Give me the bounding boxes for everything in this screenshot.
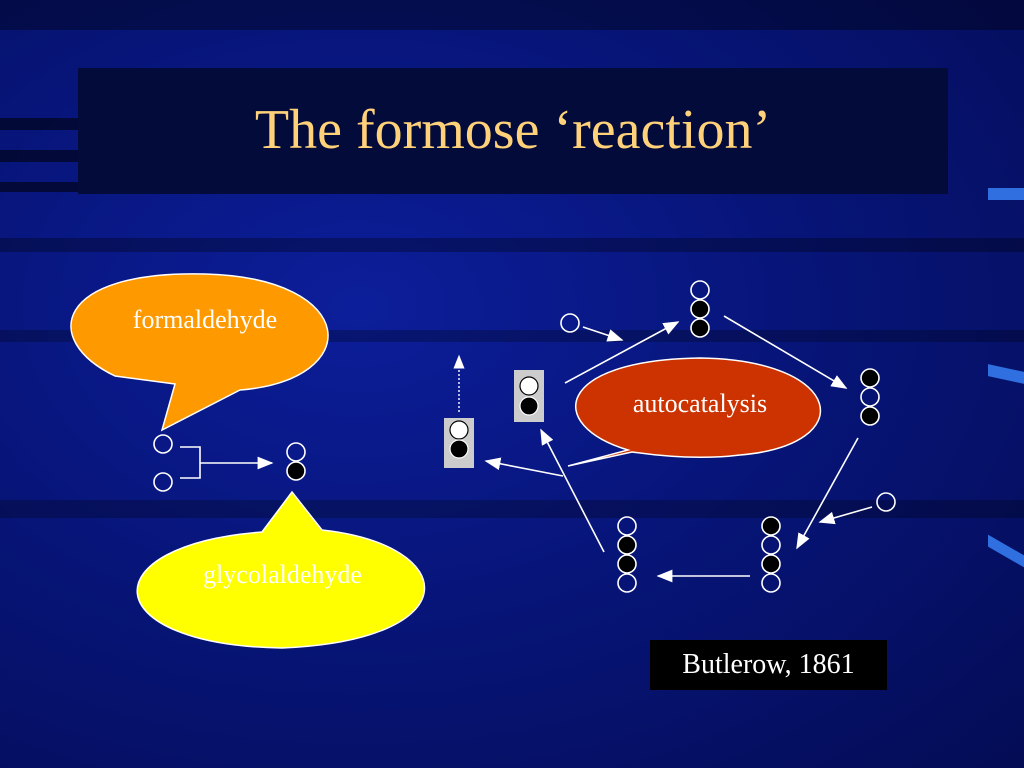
background-stripe — [0, 182, 78, 192]
tetrose-molecule — [617, 535, 637, 555]
formaldehyde-molecule — [153, 434, 173, 454]
released-unit-molecule — [449, 439, 469, 459]
background-stripe — [0, 150, 78, 162]
formaldehyde-input — [560, 313, 580, 333]
cycle-arrow — [796, 437, 859, 550]
glycolaldehyde-bubble — [136, 490, 426, 649]
formaldehyde-input — [876, 492, 896, 512]
join-bracket — [180, 446, 201, 479]
formaldehyde-molecule — [153, 472, 173, 492]
triose-molecule — [690, 318, 710, 338]
background-stripe — [0, 0, 1024, 30]
cycle-arrow — [540, 428, 605, 553]
background-stripe — [0, 238, 1024, 252]
triose-molecule — [690, 299, 710, 319]
formaldehyde-bubble — [70, 273, 329, 432]
tetrose-molecule — [617, 516, 637, 536]
background-stripe — [0, 500, 1024, 518]
slide-title: The formose ‘reaction’ — [254, 99, 772, 161]
citation: Butlerow, 1861 — [650, 640, 887, 690]
title-band — [78, 68, 948, 194]
tetrose-molecule — [761, 535, 781, 555]
cycle-arrow — [564, 321, 680, 384]
triose-molecule — [860, 406, 880, 426]
triose-molecule — [690, 280, 710, 300]
cycle-arrow — [723, 315, 848, 389]
cycle-arrow — [818, 506, 873, 525]
triose-molecule — [860, 368, 880, 388]
glycolaldehyde-molecule — [286, 442, 306, 462]
catalyst-molecule — [519, 396, 539, 416]
formaldehyde-label: formaldehyde — [132, 305, 278, 334]
tetrose-molecule — [617, 554, 637, 574]
autocatalysis-bubble — [567, 357, 821, 467]
released-unit-molecule — [449, 420, 469, 440]
edge-accent — [988, 188, 1024, 200]
tetrose-molecule — [617, 573, 637, 593]
glycolaldehyde-label: glycolaldehyde — [203, 560, 362, 589]
glycolaldehyde-molecule — [286, 461, 306, 481]
cycle-arrow — [582, 326, 624, 342]
triose-molecule — [860, 387, 880, 407]
background-stripe — [0, 118, 78, 130]
tetrose-molecule — [761, 573, 781, 593]
autocatalysis-label: autocatalysis — [632, 389, 768, 418]
tetrose-molecule — [761, 554, 781, 574]
catalyst-molecule — [519, 376, 539, 396]
tetrose-molecule — [761, 516, 781, 536]
cycle-arrow — [484, 457, 564, 477]
